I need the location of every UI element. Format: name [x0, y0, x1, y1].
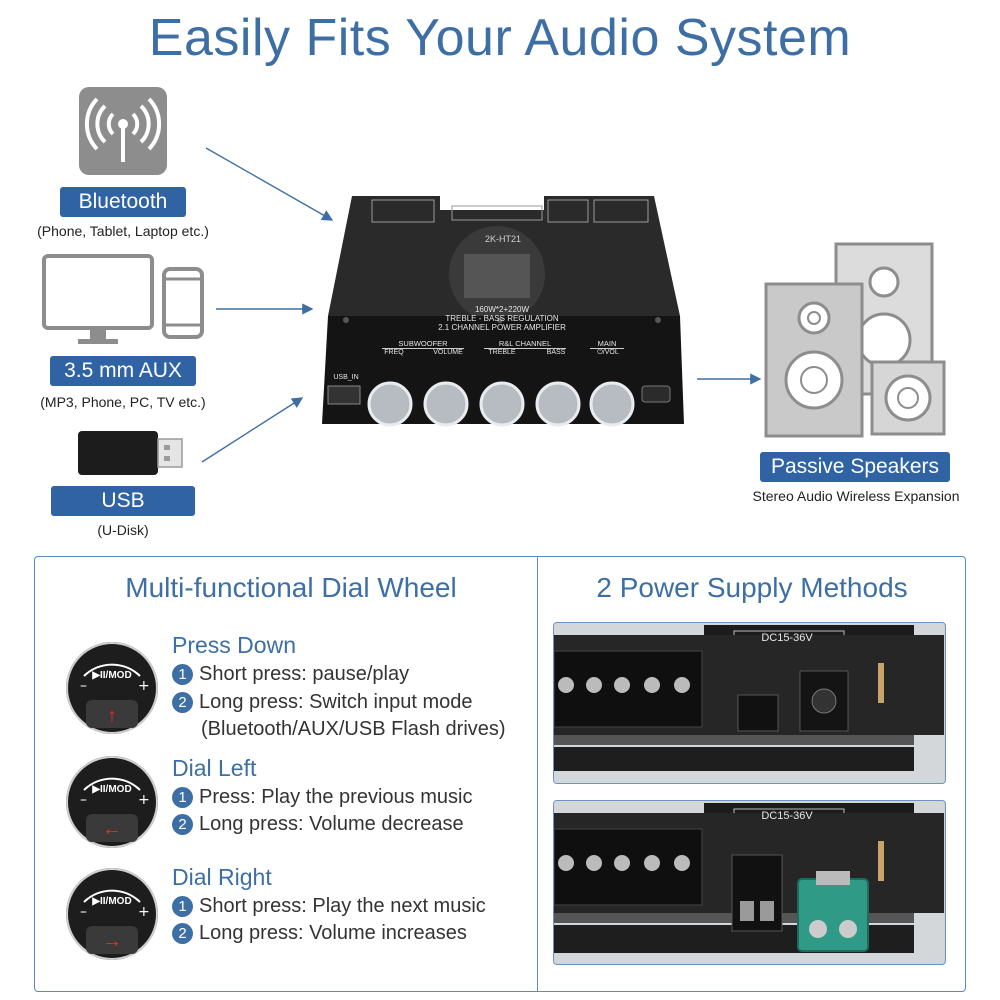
press-down-item-1: 1 Short press: pause/play: [172, 663, 409, 686]
power-photo-dc-jack: [553, 622, 946, 784]
photo-label-dc: DC15-36V: [761, 632, 813, 644]
bluetooth-antenna-icon: [78, 86, 168, 176]
speakers-icon: [762, 240, 952, 440]
dial-label: ▶II/MOD: [92, 670, 132, 681]
device-group-subwoofer: SUBWOOFER: [382, 339, 464, 349]
dial-right-title: Dial Right: [172, 864, 272, 890]
bluetooth-label: Bluetooth: [60, 187, 186, 217]
svg-text:+: +: [138, 678, 150, 694]
device-spec-1: 160W*2+220W: [474, 305, 530, 314]
device-spec-2: TREBLE - BASS REGULATION: [445, 314, 559, 323]
dial-wheel-icon: – +: [80, 889, 150, 954]
monitor-phone-icon: [42, 253, 208, 349]
press-down-extra: (Bluetooth/AUX/USB Flash drives): [201, 718, 506, 740]
dial-wheel-icon: – +: [80, 777, 150, 842]
arrow-right-icon: →: [102, 930, 122, 952]
power-photo-terminal: [553, 800, 946, 965]
connection-arrows: [201, 147, 762, 463]
page-title: Easily Fits Your Audio System: [148, 9, 852, 67]
dial-wheel-icon: – +: [80, 663, 150, 728]
aux-caption: (MP3, Phone, PC, TV etc.): [40, 394, 206, 410]
knob-label-treble: TREBLE: [488, 349, 516, 356]
usb-port-label: USB_IN: [333, 374, 359, 381]
svg-text:–: –: [80, 792, 87, 808]
dial-right-item-2: 2 Long press: Volume increases: [172, 922, 467, 945]
photo-label-terminal: DC15-36V: [761, 810, 813, 822]
svg-text:+: +: [138, 792, 150, 808]
dial-right-item-1: 1 Short press: Play the next music: [172, 895, 486, 918]
dial-right-text-1: Short press: Play the next music: [199, 895, 486, 917]
press-down-title: Press Down: [172, 632, 296, 658]
svg-text:–: –: [80, 678, 87, 694]
knob-label-freq: FREQ: [384, 349, 404, 356]
dial-left-item-2: 2 Long press: Volume decrease: [172, 813, 464, 836]
knob-label-bass: BASS: [546, 349, 566, 356]
knob-label-vol: ⏻/VOL: [597, 349, 619, 356]
power-section-heading: 2 Power Supply Methods: [596, 572, 908, 603]
press-down-text-2: Long press: Switch input mode: [199, 691, 473, 713]
device-group-rl: R&L CHANNEL: [484, 339, 566, 349]
press-down-item-2: 2 Long press: Switch input mode: [172, 691, 473, 714]
device-model: 2K-HT21: [484, 234, 521, 244]
step-number: 1: [172, 896, 193, 917]
panel-divider: [537, 557, 538, 991]
svg-text:–: –: [80, 904, 87, 920]
usb-stick-icon: [76, 429, 186, 477]
amplifier-device: [312, 188, 692, 434]
step-number: 2: [172, 923, 193, 944]
press-down-text-1: Short press: pause/play: [199, 663, 410, 685]
dial-right-text-2: Long press: Volume increases: [199, 922, 467, 944]
dial-left-text-2: Long press: Volume decrease: [199, 813, 464, 835]
dial-left-item-1: 1 Press: Play the previous music: [172, 786, 472, 809]
device-spec-3: 2.1 CHANNEL POWER AMPLIFIER: [438, 323, 566, 332]
step-number: 1: [172, 787, 193, 808]
knob-label-volume: VOLUME: [433, 349, 463, 356]
dial-label: ▶II/MOD: [92, 784, 132, 795]
dial-section-heading: Multi-functional Dial Wheel: [125, 572, 457, 603]
device-group-main: MAIN: [590, 339, 624, 349]
bluetooth-caption: (Phone, Tablet, Laptop etc.): [37, 223, 209, 239]
arrow-left-icon: ←: [102, 818, 122, 840]
step-number: 2: [172, 814, 193, 835]
step-number: 2: [172, 692, 193, 713]
usb-label: USB: [51, 486, 195, 516]
aux-label: 3.5 mm AUX: [50, 356, 196, 386]
dial-left-title: Dial Left: [172, 755, 257, 781]
arrow-up-icon: ↑: [107, 705, 117, 727]
usb-caption: (U-Disk): [97, 522, 149, 538]
speakers-caption: Stereo Audio Wireless Expansion: [752, 488, 960, 504]
dial-label: ▶II/MOD: [92, 896, 132, 907]
dial-left-text-1: Press: Play the previous music: [199, 786, 473, 808]
features-panel: [34, 556, 966, 992]
step-number: 1: [172, 664, 193, 685]
svg-text:+: +: [138, 904, 150, 920]
speakers-label: Passive Speakers: [760, 452, 950, 482]
